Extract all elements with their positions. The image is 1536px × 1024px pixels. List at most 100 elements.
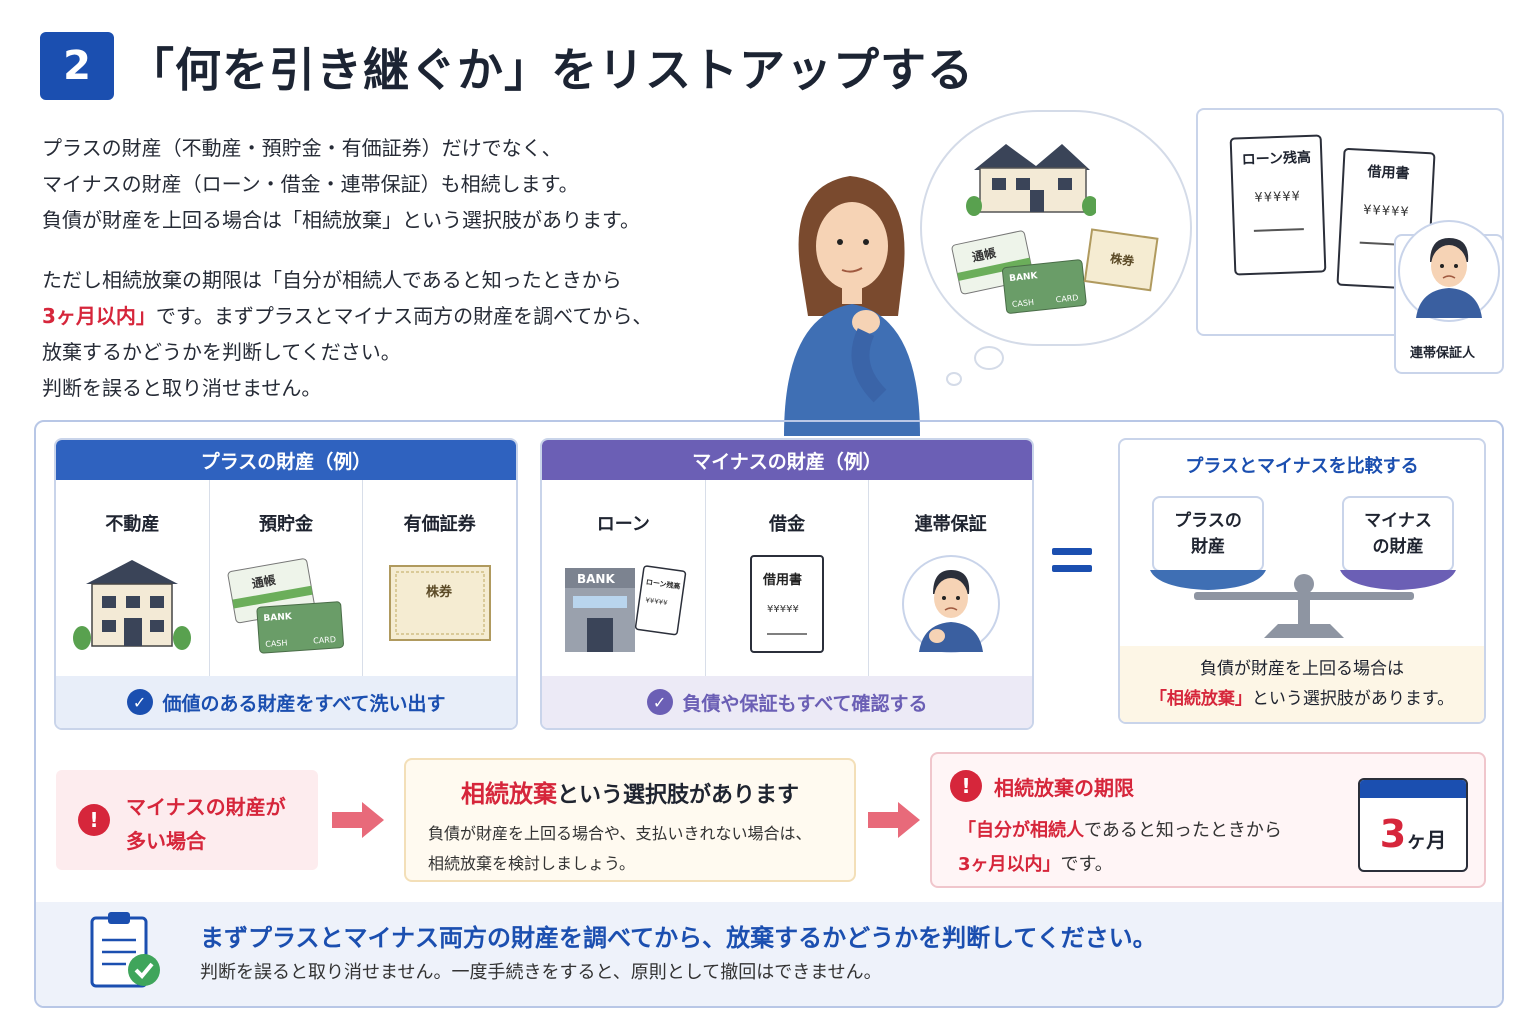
clipboard-check-icon <box>90 912 160 988</box>
minus-assets-footer-text: 負債や保証もすべて確認する <box>682 692 928 715</box>
choice-description: 負債が財産を上回る場合や、支払いきれない場合は、 相続放棄を検討しましょう。 <box>428 819 854 879</box>
plus-item-label: 預貯金 <box>259 514 313 535</box>
balance-scale-icon <box>1150 570 1456 638</box>
minus-item-debt: 借金 借用書 ¥¥¥¥¥ <box>706 480 870 676</box>
minus-item-label: ローン <box>596 514 650 535</box>
intro-text: プラスの財産（不動産・預貯金・有価証券）だけでなく、 マイナスの財産（ローン・借… <box>42 130 762 406</box>
banner-sub-text: 判断を誤ると取り消せません。一度手続きをすると、原則として撤回はできません。 <box>200 962 882 983</box>
compare-footer-line: 「相続放棄」という選択肢があります。 <box>1120 684 1484 714</box>
minus-assets-footer: ✓ 負債や保証もすべて確認する <box>542 676 1032 728</box>
illustration-area: 通帳 BANK CASH CARD 株券 ローン残高 ¥¥¥¥¥ 借用書 ¥¥¥… <box>780 106 1520 436</box>
plus-assets-box: プラスの 財産 <box>1152 496 1264 572</box>
intro-line: 負債が財産を上回る場合は「相続放棄」という選択肢があります。 <box>42 208 640 232</box>
thinking-woman-illustration <box>784 176 920 436</box>
card-bank-label: BANK <box>263 612 293 624</box>
intro-line: ただし相続放棄の期限は「自分が相続人であると知ったときから <box>42 268 622 292</box>
worried-man-icon <box>901 555 1000 653</box>
intro-line-rest: です。まずプラスとマイナス両方の財産を調べてから、 <box>155 304 653 328</box>
compare-footer-line: 負債が財産を上回る場合は <box>1200 659 1404 679</box>
main-content-frame <box>34 420 1504 1008</box>
step-number-badge: 2 <box>40 32 114 100</box>
intro-line: プラスの財産（不動産・預貯金・有価証券）だけでなく、 <box>42 136 562 160</box>
plus-assets-footer: ✓ 価値のある財産をすべて洗い出す <box>56 676 516 728</box>
plus-item-label: 不動産 <box>105 514 160 535</box>
iou-doc-amount: ¥¥¥¥¥ <box>767 604 799 615</box>
minus-item-loan: ローン BANK ローン残高 ¥¥¥¥¥ <box>542 480 706 676</box>
intro-line: 放棄するかどうかを判断してください。 <box>42 340 401 364</box>
minus-assets-header: マイナスの財産（例） <box>542 440 1032 480</box>
compare-panel: プラスとマイナスを比較する プラスの 財産 マイナス の財産 負債が財産を上回る… <box>1118 438 1486 724</box>
stock-label: 株券 <box>426 584 453 600</box>
equals-icon <box>1052 548 1092 582</box>
alert-text: マイナスの財産が 多い場合 <box>126 790 286 858</box>
minus-item-guarantee: 連帯保証 <box>869 480 1032 676</box>
deadline-highlight: 3ヶ月以内」 <box>958 854 1061 875</box>
calendar-unit: ヶ月 <box>1406 828 1447 852</box>
house-icon <box>966 144 1096 216</box>
banner-main-text: まずプラスとマイナス両方の財産を調べてから、放棄するかどうかを判断してください。 <box>200 924 1157 952</box>
deadline-line: 「自分が相続人であると知ったときから <box>958 814 1282 848</box>
card-bank-label: BANK <box>1009 271 1039 284</box>
plus-box-line: プラスの <box>1174 511 1242 531</box>
exclamation-icon: ! <box>950 770 982 802</box>
choice-title-highlight: 相続放棄 <box>460 780 557 808</box>
loan-doc-amount: ¥¥¥¥¥ <box>645 596 669 607</box>
deadline-line: 3ヶ月以内」です。 <box>958 848 1282 882</box>
calendar-icon: 3ヶ月 <box>1358 778 1468 872</box>
check-icon: ✓ <box>646 689 673 715</box>
stock-certificate-icon: 株券 <box>388 565 491 641</box>
compare-title: プラスとマイナスを比較する <box>1185 456 1419 477</box>
page-title: 「何を引き継ぐか」をリストアップする <box>128 43 974 97</box>
card-cash-label: CASH <box>265 638 288 649</box>
minus-box-line: の財産 <box>1372 537 1424 557</box>
minus-box-line: マイナス <box>1364 511 1432 531</box>
renunciation-option-box: 相続放棄という選択肢があります 負債が財産を上回る場合や、支払いきれない場合は、… <box>404 758 856 882</box>
exclamation-icon: ! <box>78 804 110 836</box>
deadline-highlight: 3ヶ月以内」 <box>42 304 156 328</box>
bank-sign: BANK <box>577 572 615 586</box>
thought-bubble-dot <box>974 346 1004 370</box>
bankbook-label: 通帳 <box>251 572 277 591</box>
bankbook-label: 通帳 <box>971 245 998 265</box>
summary-banner: まずプラスとマイナス両方の財産を調べてから、放棄するかどうかを判断してください。… <box>36 902 1502 1006</box>
minus-assets-box: マイナス の財産 <box>1342 496 1454 572</box>
choice-title: 相続放棄という選択肢があります <box>406 774 854 809</box>
deadline-highlight: 「自分が相続人 <box>958 820 1084 841</box>
thought-bubble-dot <box>946 372 962 386</box>
house-icon <box>73 560 192 650</box>
plus-box-line: 財産 <box>1191 537 1225 557</box>
deadline-rest: です。 <box>1060 854 1113 875</box>
stock-label: 株券 <box>1109 250 1136 268</box>
card-card-label: CARD <box>1055 293 1079 304</box>
plus-assets-panel: プラスの財産（例） 不動産 預貯金 通帳 BAN <box>54 438 518 730</box>
minus-item-label: 連帯保証 <box>914 514 987 535</box>
check-icon: ✓ <box>126 689 153 715</box>
iou-doc-title: 借用書 <box>762 572 802 588</box>
arrow-right-icon <box>332 802 384 838</box>
bank-building-icon: BANK ローン残高 ¥¥¥¥¥ <box>565 565 687 652</box>
guarantor-label: 連帯保証人 <box>1410 346 1476 361</box>
plus-item-label: 有価証券 <box>403 514 476 535</box>
intro-line: マイナスの財産（ローン・借金・連帯保証）も相続します。 <box>42 172 579 196</box>
card-card-label: CARD <box>313 635 336 646</box>
arrow-right-icon <box>868 802 920 838</box>
compare-footer-rest: という選択肢があります。 <box>1251 689 1455 709</box>
choice-desc-line: 負債が財産を上回る場合や、支払いきれない場合は、 <box>428 824 812 843</box>
alert-line: 多い場合 <box>126 829 206 853</box>
deadline-text: 「自分が相続人であると知ったときから 3ヶ月以内」です。 <box>958 814 1282 882</box>
deadline-box: ! 相続放棄の期限 「自分が相続人であると知ったときから 3ヶ月以内」です。 3… <box>930 752 1486 888</box>
stock-certificate-icon: 株券 <box>1083 228 1159 292</box>
loan-balance-document: ローン残高 ¥¥¥¥¥ <box>1229 134 1327 276</box>
alert-line: マイナスの財産が <box>126 795 286 819</box>
choice-title-rest: という選択肢があります <box>556 783 799 808</box>
deadline-rest: であると知ったときから <box>1084 820 1282 841</box>
minus-assets-panel: マイナスの財産（例） ローン BANK ローン残高 ¥¥¥¥¥ 借金 借用書 <box>540 438 1034 730</box>
renunciation-highlight: 「相続放棄」 <box>1149 689 1252 709</box>
bankbook-and-card-icon: 通帳 BANK CASH CARD <box>951 230 1087 314</box>
minus-heavy-alert: ! マイナスの財産が 多い場合 <box>56 770 318 870</box>
choice-desc-line: 相続放棄を検討しましょう。 <box>428 854 636 873</box>
loan-doc-amount: ¥¥¥¥¥ <box>1254 189 1302 206</box>
deadline-title: 相続放棄の期限 <box>994 776 1134 800</box>
iou-document-icon: 借用書 ¥¥¥¥¥ <box>750 555 824 653</box>
compare-footer: 負債が財産を上回る場合は 「相続放棄」という選択肢があります。 <box>1120 646 1484 722</box>
